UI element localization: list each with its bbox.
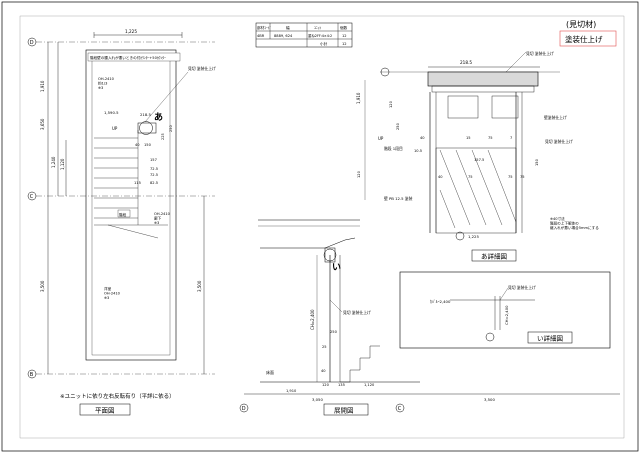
table-cell-code: 4BR [257,34,265,38]
detailB-finish: 見切 塗装仕上げ [508,285,536,290]
table-subtotal-value: 12 [342,42,347,46]
elev-label-floor: 床面 [266,369,274,375]
detailB-label-ch2: CH=2,400 [504,305,509,325]
detailA-finish3: 見切 塗装仕上げ [545,139,573,144]
elev-dim-135: 135 [338,383,345,387]
plan-dim-top: 1,225 [125,29,137,34]
detailA-dim-120b: 120 [357,170,361,178]
detailA-dim-150: 150 [535,158,539,166]
table-subtotal-label: 小計 [320,41,328,46]
plan-title: 平面図 [95,407,115,415]
detailA-dim-75: 75 [488,136,493,140]
elev-grid-c: C [398,406,402,412]
parts-table: 部材ｺｰﾄﾞ 幅 ﾕﾆｯﾄ 個数 4BR 8889, 624 重ね2FF:4×4… [255,22,353,48]
plan-dim-157: 157 [150,158,157,162]
plan-grid-d: D [30,40,34,46]
header-finish: 塗装仕上げ [565,34,603,44]
header-tag: (見切材) [566,19,596,29]
detailA-dim-75b: 75 [468,175,473,179]
elev-bubble-i: い [332,263,341,273]
plan-dim-bottom: 3,500 [40,280,45,292]
detailA-dim-1225: 1,225 [468,234,479,239]
table-cell-unit: 重ね2FF:4×4:2 [308,33,332,38]
plan-dim-250: 250 [169,125,173,132]
plan-dim-left-d: 1,120 [60,158,65,170]
plan-dim-40: 40 [135,143,140,147]
plan-dim-225: 225 [161,133,165,140]
elev-dim-1910: 1,910 [286,389,297,393]
plan-dim-82: 82.5 [150,181,158,185]
detailA-finish1: 見切 塗装仕上げ [526,51,554,56]
plan-box: 階段 [119,212,127,217]
elev-dim-250: 250 [330,330,338,334]
plan-up: UP [112,126,118,131]
elev-title: 展開図 [334,407,354,415]
table-header-code: 部材ｺｰﾄﾞ [257,25,271,30]
plan-view: D C B 1,225 1,910 3,650 1,240 1,120 3,50… [27,29,216,416]
detailA-wall-label: 壁 PB 12.5 塗装 [384,196,413,201]
elev-finish: 見切 塗装仕上げ [343,310,371,315]
table-cell-count: 12 [342,34,347,38]
elev-dim-3050: 3,050 [312,397,323,402]
detailA-dim-157: 157.5 [474,158,484,162]
elev-dim-25: 25 [322,345,327,349]
plan-bubble-a: あ [154,112,163,123]
detailB-title: い詳細図 [537,334,563,343]
elev-label-ch: CH=2,400 [310,309,315,330]
table-cell-width: 8889, 624 [274,34,293,38]
detail-a: 218.5 1,910 120 250 120 UP 40 15 75 [356,51,599,262]
detailA-dim-75c: 75 [508,175,513,179]
detailA-title: あ詳細図 [481,252,507,261]
inner-frame [19,15,625,439]
detailA-stair-label: 階段 1段目 [384,146,403,151]
plan-note-finish: 見切 塗装仕上げ [188,66,216,71]
detailA-dim-1910: 1,910 [356,92,361,104]
detailA-up: UP [378,136,384,141]
elev-dim-3500: 3,500 [484,397,495,402]
plan-dim-left-c: 1,240 [51,156,56,168]
elev-dim-120: 120 [322,383,330,387]
detailA-dim-10: 10.5 [414,149,422,153]
plan-dim-150: 150 [144,143,152,147]
table-header-unit: ﾕﾆｯﾄ [314,26,321,30]
table-header-count: 個数 [340,25,348,30]
plan-grid-c: C [30,194,34,200]
detailA-dim-15: 15 [466,136,471,140]
detailA-dim-250: 250 [396,122,400,130]
elev-dim-40: 40 [321,369,326,373]
detailA-note: ※40寸法階段の上下躯体の継入れが悪い場合5mmにする [550,216,599,230]
elevation-view: い CH=2,400 床面 見切 塗装仕上げ 250 25 40 120 135… [239,219,620,416]
detail-i: ｶﾊﾞﾙｰ2,400 CH=2,400 見切 塗装仕上げ い詳細図 [399,271,611,349]
detailA-dim-75d: 75 [520,175,525,179]
plan-dim-72a: 72.5 [150,167,158,171]
plan-dim-right: 3,500 [197,280,202,292]
plan-dim-left-a: 1,910 [40,80,45,92]
plan-dim-left-b: 3,650 [40,118,45,130]
plan-dim-72b: 72.5 [150,173,158,177]
detailA-dim-40: 40 [420,136,425,140]
plan-grid-b: B [30,372,34,378]
detailA-dim-120: 120 [389,100,393,108]
finish-box [559,30,617,47]
detailA-dim-7: 7 [510,136,512,140]
detailA-finish2: 壁塗装仕上げ [544,115,567,120]
elev-dim-1120: 1,120 [364,383,375,387]
plan-dim-218: 218.5 [140,112,151,117]
elev-grid-d: D [242,406,246,412]
plan-footnote: ※ユニットに依り左右反転有り（平詳に依る） [60,392,175,400]
plan-note-top: 階段壁の腰入れが悪いときの付ｶｳﾝﾀｰ+50ｶｳﾝﾀｰ [90,55,166,60]
detailB-label-ch: ｶﾊﾞﾙｰ2,400 [430,299,451,304]
detailA-dim-40b: 40 [438,175,443,179]
plan-dim-mid: 1,590.5 [104,110,119,115]
plan-dim-115: 115 [134,181,141,185]
detailA-dim-top: 218.5 [460,60,472,65]
table-header-width: 幅 [286,25,290,30]
